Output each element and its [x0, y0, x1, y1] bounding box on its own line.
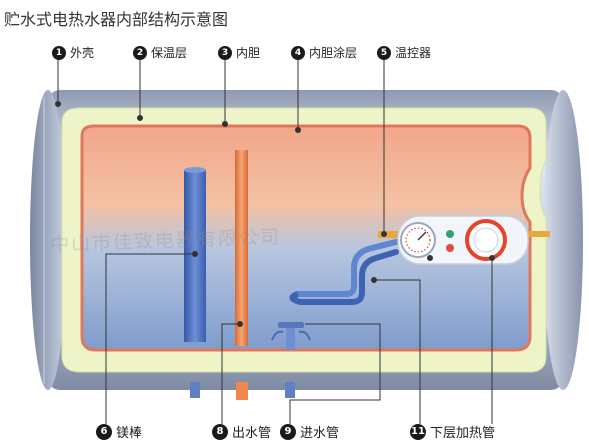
heating-element: [297, 249, 399, 305]
inlet-pipe: [271, 322, 311, 398]
outlet-pipe: [235, 150, 248, 346]
diagram-title: 贮水式电热水器内部结构示意图: [4, 10, 229, 29]
thermostat: [397, 215, 529, 265]
indicator-light-icon: [446, 230, 454, 238]
